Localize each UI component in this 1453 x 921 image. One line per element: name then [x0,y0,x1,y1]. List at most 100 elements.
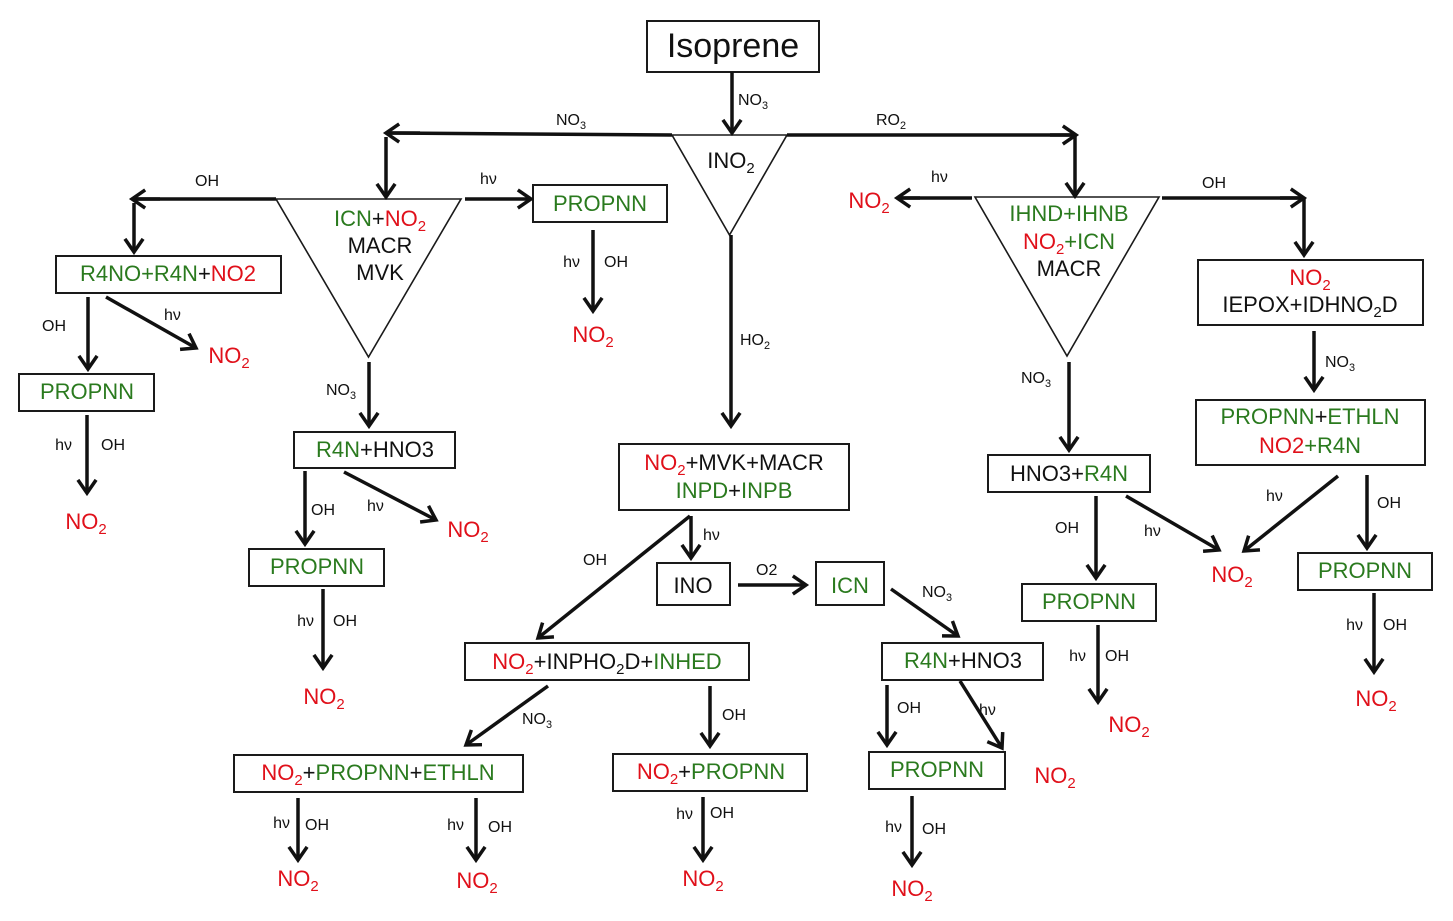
arrowhead-icon [294,529,316,548]
arrow-hv-propnn [465,188,535,210]
arrowhead-icon [1085,563,1107,582]
reagent-label-ro2: RO2 [876,112,906,133]
reagent-label-oh: OH [1105,648,1129,665]
reagent-label-no3: NO3 [556,112,586,133]
left-triangle-text-line-3: MVK [356,260,404,285]
reagent-label-hv: hν [1346,617,1363,634]
no2-r4no: NO2 [208,343,249,373]
reagent-label-no3: NO3 [522,711,552,732]
arrow-ho2 [720,235,742,430]
iepox-box [1197,259,1424,326]
no2-propnn-box [612,753,808,792]
no2-right-shared: NO2 [1211,562,1252,592]
propnn-box-r2 [1297,552,1433,591]
arrowhead-icon [876,730,898,749]
arrow-np-1 [692,797,714,864]
arrowhead-icon [123,237,145,256]
arrow-propnn-left2-no2 [312,589,334,672]
no2-npe-2: NO2 [456,868,497,898]
arrowhead-icon [699,731,721,750]
arrow-r4n-mid-hv [958,680,1005,751]
hno3-r4n-box [987,454,1151,493]
arrow-center-oh [535,514,692,640]
arrowhead-icon [76,478,98,497]
arrow-propnn-ethln-oh [1356,475,1378,552]
propnn-r1-line-1: PROPNN [1042,589,1136,614]
no2-npe-1: NO2 [277,866,318,896]
left-triangle-text-line-1: ICN+NO2 [334,206,426,236]
arrow-propnn-top-no2 [582,230,604,315]
reagent-label-no3: NO3 [326,382,356,403]
no2-right-tri: NO2 [848,188,889,218]
r4n-hno3-left-box [293,431,456,469]
arrow-inpho2d-oh [699,686,721,750]
reagent-label-hv: hν [367,498,384,515]
reagent-label-hv: hν [164,307,181,324]
arrowhead-icon [901,850,923,869]
propnn-left-line-1: PROPNN [40,379,134,404]
arrowhead-icon [179,332,199,352]
reagent-label-hv: hν [885,819,902,836]
arrowhead-icon [419,505,439,524]
no2-r4n-left: NO2 [447,517,488,547]
propnn-left2-line-1: PROPNN [270,554,364,579]
arrow-no3-left [382,122,420,144]
arrow-r4n-left-hv [343,470,439,524]
arrow-right-hv [893,187,920,209]
reagent-label-hv: hν [1266,488,1283,505]
reagent-label-oh: OH [195,173,219,190]
arrowhead-icon [582,296,604,315]
propnn-box-r1 [1021,583,1157,622]
line-ino2-left [388,131,673,137]
no2-propnn-line-1: NO2+PROPNN [637,759,785,789]
r4n-hno3-mid-box [881,642,1044,681]
reagent-label-ho2: HO2 [740,332,770,353]
r4n-hno3-mid-line-1: R4N+HNO3 [904,648,1022,673]
reagent-label-no3: NO3 [1325,354,1355,375]
arrow-to-r4no [123,203,145,256]
reagent-label-oh: OH [722,707,746,724]
arrowhead-icon [382,122,401,144]
icn-line-1: ICN [831,573,869,598]
reagent-label-o2: O2 [756,562,777,579]
no2-np-1: NO2 [682,866,723,896]
arrowhead-icon [986,731,1005,751]
no2-propnn-r2: NO2 [1355,686,1396,716]
hno3-r4n-line-1: HNO3+R4N [1010,461,1128,486]
arrow-inpho2d-no3 [463,684,550,747]
arrow-righttri-no3 [1058,362,1080,454]
ino2-triangle [670,134,789,237]
reagent-label-oh: OH [604,254,628,271]
arrow-isoprene-to-ino2 [721,72,743,137]
reagent-label-hv: hν [1144,523,1161,540]
propnn-ethln-box [1195,399,1426,466]
reagent-label-oh: OH [710,805,734,822]
center-box-line-2: INPD+INPB [676,478,793,503]
arrow-hno3-r4n-oh [1085,496,1107,582]
left-triangle-text-line-2: MACR [348,233,413,258]
ino-line-1: INO [673,573,712,598]
arrow-hno3-r4n-hv [1125,494,1222,553]
reagent-label-oh: OH [101,437,125,454]
arrowhead-icon [1356,533,1378,552]
reagent-label-oh: OH [42,318,66,335]
no2-propnn-ethln-box [233,754,524,793]
reagent-label-oh: OH [583,552,607,569]
propnn-ethln-line-2: NO2+R4N [1259,433,1361,458]
reagent-label-hv: hν [703,527,720,544]
reagent-label-oh: OH [1202,175,1226,192]
no2-propnn-left2: NO2 [303,684,344,714]
reagent-label-oh: OH [897,700,921,717]
propnn-box-left2 [248,548,385,587]
arrowhead-icon [77,354,99,373]
propnn-box-left [18,373,155,412]
reagent-label-hv: hν [1069,648,1086,665]
reagent-label-oh: OH [333,613,357,630]
ino2-line-1: INO2 [707,148,754,178]
inpho2d-box [464,642,750,681]
arrow-r4n-mid-oh [876,685,898,749]
propnn-ethln-line-1: PROPNN+ETHLN [1220,404,1399,429]
ino-box [656,562,731,606]
arrow-r4no-oh [77,297,99,373]
